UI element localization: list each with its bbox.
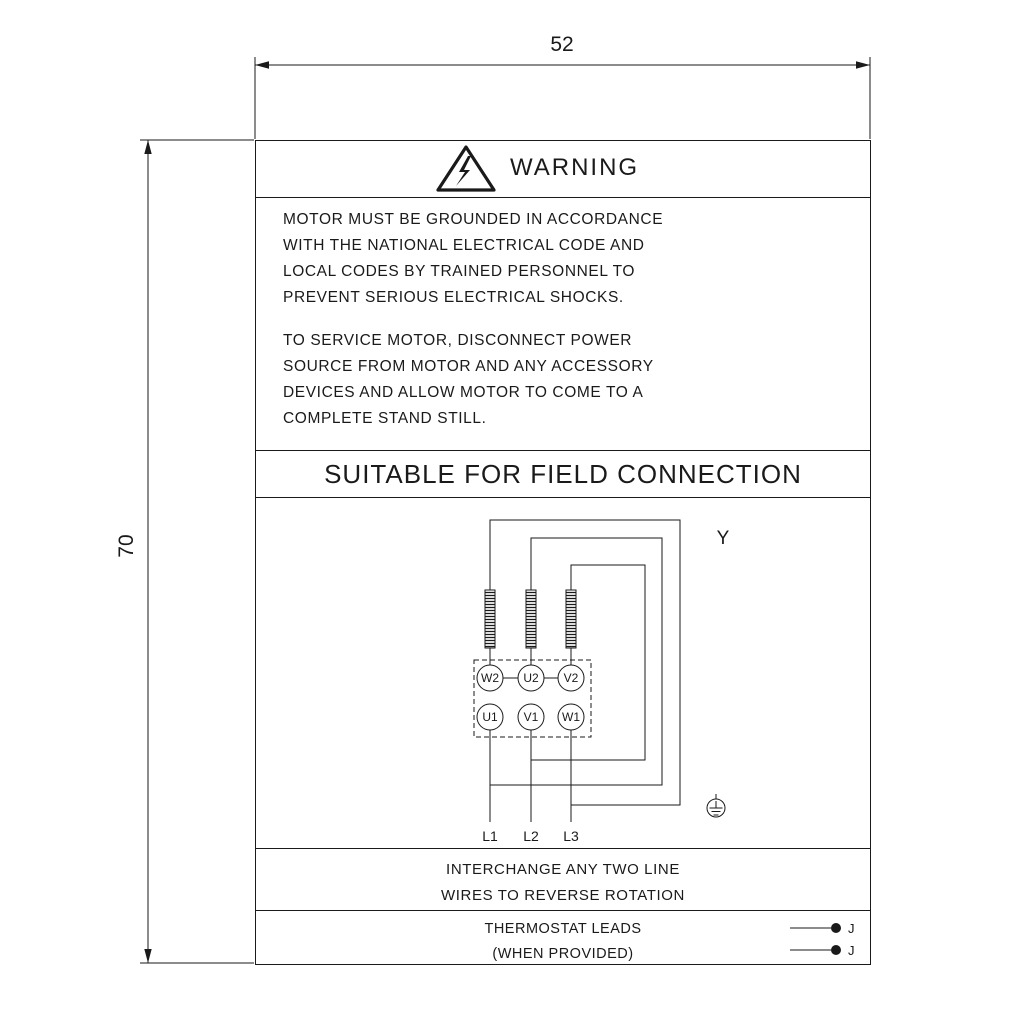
dimension-arrow-icon [144,949,152,963]
height-dimension-label: 70 [115,534,138,558]
dimension-arrow-icon [856,61,870,69]
warning-line: DEVICES AND ALLOW MOTOR TO COME TO A [283,384,644,401]
width-dimension-label: 52 [550,33,574,56]
warning-paragraph-2: TO SERVICE MOTOR, DISCONNECT POWER SOURC… [283,328,654,432]
thermostat-line1: THERMOSTAT LEADS [484,921,642,937]
warning-line: SOURCE FROM MOTOR AND ANY ACCESSORY [283,358,654,375]
wiring-diagram-section [256,498,870,849]
motor-warning-label: WARNING MOTOR MUST BE GROUNDED IN ACCORD… [255,140,871,965]
dimension-arrow-icon [255,61,269,69]
left-dimension [140,139,254,964]
dimension-arrow-icon [144,140,152,154]
warning-header-section: WARNING [256,141,870,198]
warning-line: WITH THE NATIONAL ELECTRICAL CODE AND [283,237,645,254]
warning-line: PREVENT SERIOUS ELECTRICAL SHOCKS. [283,289,624,306]
rotation-note-section: INTERCHANGE ANY TWO LINE WIRES TO REVERS… [256,849,870,911]
warning-text-section: MOTOR MUST BE GROUNDED IN ACCORDANCE WIT… [256,198,870,451]
rotation-note-line1: INTERCHANGE ANY TWO LINE [446,861,680,878]
warning-title: WARNING [510,154,640,181]
top-dimension [254,57,871,139]
warning-line: MOTOR MUST BE GROUNDED IN ACCORDANCE [283,211,664,228]
field-connection-section: SUITABLE FOR FIELD CONNECTION [256,451,870,498]
warning-line: COMPLETE STAND STILL. [283,410,487,427]
field-connection-title: SUITABLE FOR FIELD CONNECTION [324,458,802,489]
thermostat-line2: (WHEN PROVIDED) [492,946,634,962]
warning-line: LOCAL CODES BY TRAINED PERSONNEL TO [283,263,636,280]
warning-paragraph-1: MOTOR MUST BE GROUNDED IN ACCORDANCE WIT… [283,207,663,311]
rotation-note-line2: WIRES TO REVERSE ROTATION [441,887,685,904]
thermostat-section: THERMOSTAT LEADS (WHEN PROVIDED) [256,911,870,963]
warning-line: TO SERVICE MOTOR, DISCONNECT POWER [283,332,633,349]
